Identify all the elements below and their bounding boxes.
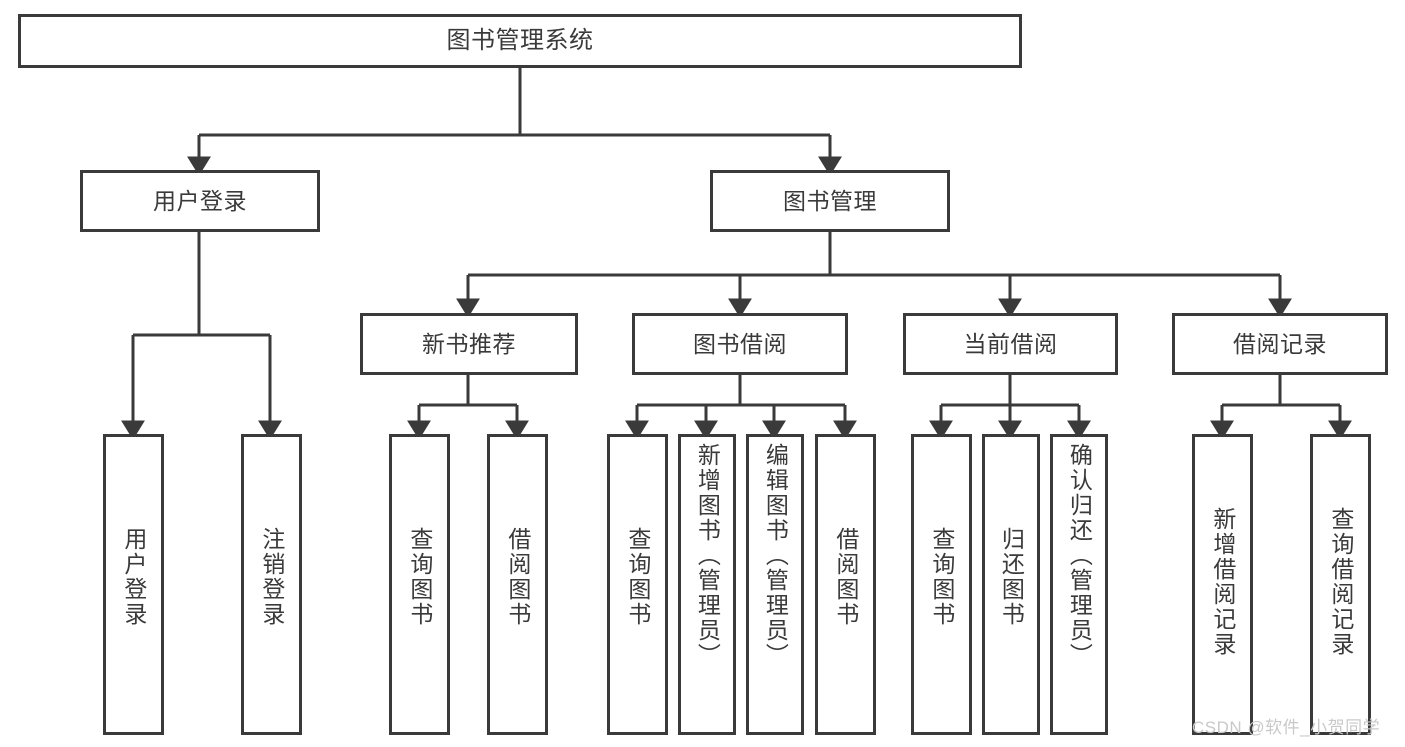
node-book-borrow-label: 图书借阅 — [693, 330, 787, 357]
node-borrow-record-label: 借阅记录 — [1233, 330, 1327, 357]
node-current-borrow-label: 当前借阅 — [963, 330, 1058, 357]
leaf-borrow-borrow-book[interactable]: 借阅图书 — [815, 434, 876, 735]
node-current-borrow[interactable]: 当前借阅 — [903, 313, 1118, 375]
leaf-label: 新增借阅记录 — [1209, 507, 1236, 657]
leaf-label: 用户登录 — [120, 527, 147, 627]
leaf-label: 查询图书 — [406, 527, 433, 627]
leaf-label: 查询图书 — [624, 527, 651, 627]
node-root-label: 图书管理系统 — [446, 27, 594, 54]
node-new-book-recommend[interactable]: 新书推荐 — [360, 313, 578, 375]
leaf-label: 编辑图书（管理员） — [762, 443, 789, 668]
leaf-borrow-query-book[interactable]: 查询图书 — [607, 434, 668, 735]
node-book-management-label: 图书管理 — [783, 187, 877, 214]
leaf-record-query-record[interactable]: 查询借阅记录 — [1310, 434, 1371, 735]
leaf-current-query-book[interactable]: 查询图书 — [911, 434, 972, 735]
leaf-label: 查询借阅记录 — [1327, 507, 1354, 657]
leaf-current-return-book[interactable]: 归还图书 — [982, 434, 1040, 735]
leaf-label: 借阅图书 — [504, 527, 531, 627]
leaf-record-add-record[interactable]: 新增借阅记录 — [1192, 434, 1253, 735]
leaf-borrow-add-book-admin[interactable]: 新增图书（管理员） — [678, 434, 736, 735]
leaf-recommend-borrow-book[interactable]: 借阅图书 — [487, 434, 548, 735]
leaf-recommend-query-book[interactable]: 查询图书 — [389, 434, 450, 735]
node-book-management[interactable]: 图书管理 — [710, 170, 950, 232]
node-user-login-label: 用户登录 — [153, 187, 247, 214]
csdn-watermark: CSDN @软件_小贺同学 — [1192, 718, 1381, 737]
leaf-current-confirm-return-admin[interactable]: 确认归还（管理员） — [1050, 434, 1108, 735]
node-root[interactable]: 图书管理系统 — [18, 14, 1022, 68]
node-borrow-record[interactable]: 借阅记录 — [1172, 313, 1388, 375]
leaf-label: 查询图书 — [928, 527, 955, 627]
node-book-borrow[interactable]: 图书借阅 — [632, 313, 848, 375]
leaf-user-login-login[interactable]: 用户登录 — [103, 434, 164, 735]
leaf-label: 注销登录 — [258, 527, 285, 627]
leaf-label: 确认归还（管理员） — [1066, 443, 1093, 668]
leaf-label: 新增图书（管理员） — [694, 443, 721, 668]
leaf-label: 归还图书 — [998, 527, 1025, 627]
leaf-label: 借阅图书 — [832, 527, 859, 627]
leaf-borrow-edit-book-admin[interactable]: 编辑图书（管理员） — [746, 434, 804, 735]
leaf-user-login-logout[interactable]: 注销登录 — [241, 434, 302, 735]
node-user-login[interactable]: 用户登录 — [80, 170, 320, 232]
node-new-book-recommend-label: 新书推荐 — [422, 330, 516, 357]
